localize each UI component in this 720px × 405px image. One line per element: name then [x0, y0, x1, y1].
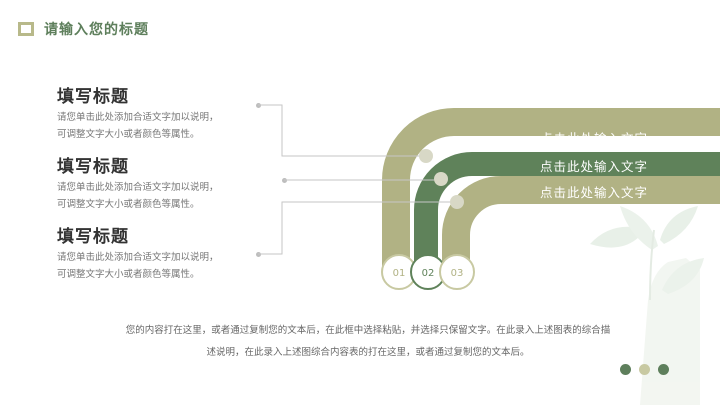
band-3[interactable]	[442, 176, 720, 270]
connector-line	[258, 104, 419, 157]
band-1[interactable]	[382, 108, 720, 270]
leaf-decoration-icon	[590, 206, 704, 405]
item-desc[interactable]: 请您单击此处添加合适文字加以说明， 可调整文字大小或者颜色等属性。	[57, 249, 277, 283]
item-title[interactable]: 填写标题	[57, 227, 129, 247]
band-marker	[450, 195, 464, 209]
item-desc-line: 可调整文字大小或者颜色等属性。	[57, 199, 200, 210]
text-item-3[interactable]: 填写标题 请您单击此处添加合适文字加以说明， 可调整文字大小或者颜色等属性。	[57, 222, 277, 283]
item-title[interactable]: 填写标题	[57, 87, 129, 107]
step-label-2: 02	[422, 268, 435, 279]
item-desc-line: 请您单击此处添加合适文字加以说明，	[57, 112, 219, 123]
page-header: 请输入您的标题	[18, 18, 149, 40]
step-label-1: 01	[393, 268, 406, 279]
title-square-icon	[18, 22, 34, 36]
nav-dot-1[interactable]	[620, 364, 631, 375]
item-desc-line: 可调整文字大小或者颜色等属性。	[57, 129, 200, 140]
item-desc-line: 请您单击此处添加合适文字加以说明，	[57, 252, 219, 263]
page-title[interactable]: 请输入您的标题	[44, 22, 149, 38]
step-circle-3[interactable]	[439, 254, 475, 290]
item-desc-line: 请您单击此处添加合适文字加以说明，	[57, 182, 219, 193]
item-title[interactable]: 填写标题	[57, 157, 129, 177]
item-desc[interactable]: 请您单击此处添加合适文字加以说明， 可调整文字大小或者颜色等属性。	[57, 179, 277, 213]
step-label-3: 03	[451, 268, 464, 279]
band-label-2[interactable]: 点击此处输入文字	[539, 159, 648, 174]
item-desc[interactable]: 请您单击此处添加合适文字加以说明， 可调整文字大小或者颜色等属性。	[57, 109, 277, 143]
text-item-1[interactable]: 填写标题 请您单击此处添加合适文字加以说明， 可调整文字大小或者颜色等属性。	[57, 82, 277, 143]
bottom-line: 述说明，在此录入上述图综合内容表的打在这里，或者通过复制您的文本后。	[206, 347, 530, 358]
band-marker	[434, 172, 448, 186]
bottom-line: 您的内容打在这里，或者通过复制您的文本后，在此框中选择粘贴，并选择只保留文字。在…	[125, 325, 611, 336]
connector-line	[258, 201, 450, 255]
item-desc-line: 可调整文字大小或者颜色等属性。	[57, 269, 200, 280]
band-marker	[419, 149, 433, 163]
nav-dot-2[interactable]	[639, 364, 650, 375]
text-item-2[interactable]: 填写标题 请您单击此处添加合适文字加以说明， 可调整文字大小或者颜色等属性。	[57, 152, 277, 213]
band-label-1[interactable]: 点击此处输入文字	[539, 131, 648, 146]
nav-dot-3[interactable]	[658, 364, 669, 375]
bottom-paragraph[interactable]: 您的内容打在这里，或者通过复制您的文本后，在此框中选择粘贴，并选择只保留文字。在…	[88, 320, 648, 364]
band-label-3[interactable]: 点击此处输入文字	[539, 185, 648, 200]
